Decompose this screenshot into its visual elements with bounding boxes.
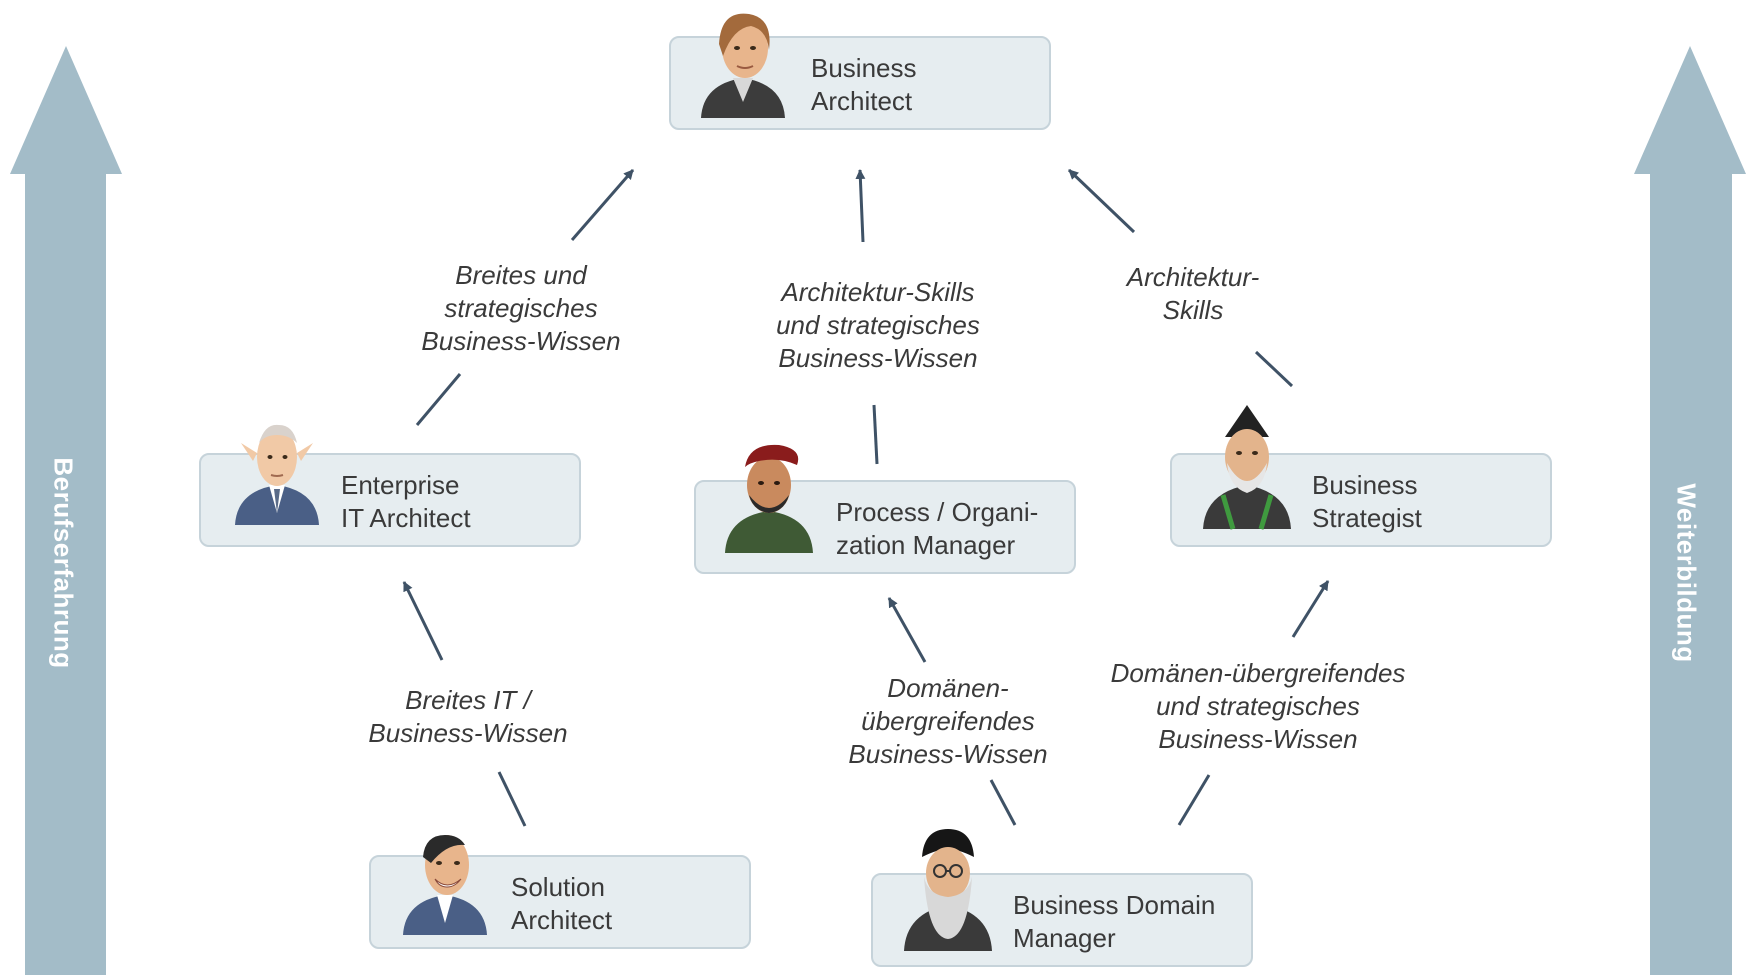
edge-label-strategist-to-business-architect: Architektur- Skills: [1126, 262, 1260, 325]
arrow-strategist-to-business-architect: [1067, 168, 1136, 234]
connector-strategist-lower: [1254, 350, 1294, 388]
enterprise-it-architect-avatar-icon: [235, 424, 319, 525]
edge-label-domain-to-strategist: Domänen-übergreifendes und strategisches…: [1110, 658, 1406, 754]
role-label: Business Domain Manager: [1013, 890, 1216, 953]
career-experience-arrow: [10, 46, 122, 975]
arrow-domain-to-process: [887, 597, 927, 663]
arrow-solution-to-enterprise: [402, 581, 444, 661]
business-architect-avatar-icon: [701, 13, 785, 118]
role-label: Enterprise IT Architect: [341, 470, 471, 533]
business-strategist-avatar-icon: [1203, 405, 1291, 530]
connector-process-lower: [872, 404, 879, 465]
arrow-domain-to-strategist: [1291, 580, 1330, 638]
connector-enterprise-lower: [415, 373, 462, 426]
connector-solution-lower: [497, 771, 527, 827]
role-label: Solution Architect: [511, 872, 613, 935]
role-label: Business Architect: [811, 53, 917, 116]
connector-domain-strategist-lower: [1177, 774, 1211, 826]
process-organization-manager-avatar-icon: [725, 444, 813, 553]
arrow-enterprise-to-business-architect: [570, 169, 635, 241]
connector-domain-process-lower: [989, 779, 1017, 826]
edge-label-enterprise-to-business-architect: Breites und strategisches Business-Wisse…: [421, 260, 621, 356]
role-label: Business Strategist: [1312, 470, 1422, 533]
edge-label-process-to-business-architect: Architektur-Skills und strategisches Bus…: [776, 277, 980, 373]
arrow-process-to-business-architect: [855, 169, 866, 243]
solution-architect-avatar-icon: [403, 835, 487, 935]
role-label: Process / Organi- zation Manager: [836, 497, 1039, 560]
edge-label-solution-to-enterprise: Breites IT / Business-Wissen: [368, 685, 568, 748]
edge-label-domain-to-process: Domänen- übergreifendes Business-Wissen: [848, 673, 1048, 769]
further-education-arrow: [1634, 46, 1746, 975]
business-domain-manager-avatar-icon: [904, 829, 992, 951]
